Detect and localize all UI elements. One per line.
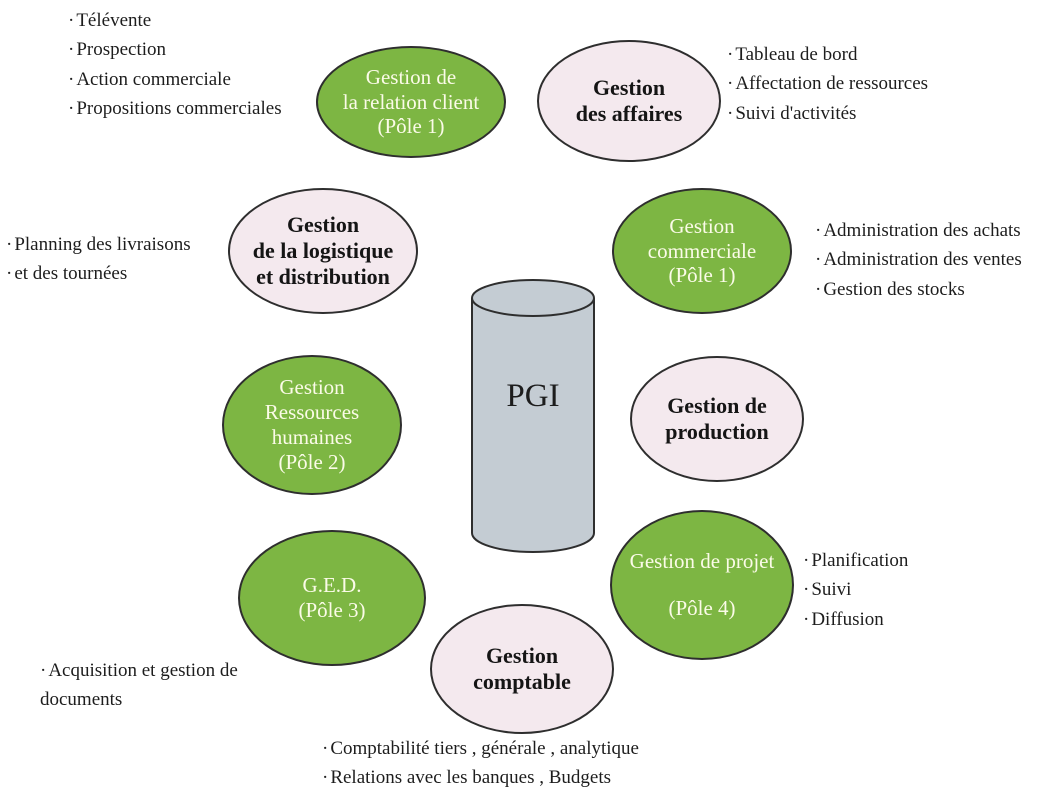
module-gestion-commerciale: Gestion commerciale (Pôle 1) [612,188,792,314]
module-gestion-projet: Gestion de projet (Pôle 4) [610,510,794,660]
pgi-cylinder-icon [471,279,595,553]
module-line: Gestion de projet [629,549,775,574]
list-item: Suivi [803,575,908,604]
module-gestion-logistique: Gestion de la logistique et distribution [228,188,418,314]
module-line: Gestion [485,643,559,669]
list-item: Diffusion [803,605,908,634]
module-line: (Pôle 4) [668,596,736,620]
module-line: (Pôle 1) [668,263,736,288]
list-item: Relations avec les banques , Budgets [322,763,639,792]
module-line: Gestion [592,75,666,101]
module-gestion-affaires: Gestion des affaires [537,40,721,162]
module-line: (Pôle 3) [298,598,366,622]
list-item: Gestion des stocks [815,275,1022,304]
module-gestion-relation-client: Gestion de la relation client (Pôle 1) [316,46,506,158]
list-projet: Planification Suivi Diffusion [803,546,908,634]
list-relation-client: Télévente Prospection Action commerciale… [68,6,282,124]
list-item: Propositions commerciales [68,94,281,123]
module-line: G.E.D. [302,573,362,598]
module-line: Gestion [286,212,360,238]
module-line: de la logistique [252,238,394,264]
list-affaires: Tableau de bord Affectation de ressource… [727,40,928,128]
list-item: Planification [803,546,908,575]
list-item: Suivi d'activités [727,99,928,128]
module-gestion-comptable: Gestion comptable [430,604,614,734]
module-line: comptable [473,669,571,694]
list-item: Administration des achats [815,216,1022,245]
module-line: Ressources [264,400,360,425]
list-item: Action commerciale [68,65,282,94]
module-line: (Pôle 2) [278,449,346,474]
list-item: Administration des ventes [815,245,1021,274]
module-line: commerciale [647,238,757,263]
pgi-label: PGI [506,378,560,414]
module-line: et distribution [256,263,390,289]
list-item: Comptabilité tiers , générale , analytiq… [322,734,639,763]
list-item: Tableau de bord [727,40,928,69]
list-item: Affectation de ressources [727,69,928,98]
module-line: Gestion [669,213,735,238]
module-line: production [665,419,769,444]
module-line: Gestion de [365,64,457,89]
list-ged: Acquisition et gestion de documents [40,656,238,715]
module-line: (Pôle 1) [377,114,445,139]
module-gestion-ressources-humaines: Gestion Ressources humaines (Pôle 2) [222,355,402,495]
list-item: Planning des livraisons [6,230,190,259]
module-line: Gestion de [667,393,767,419]
module-line: des affaires [575,101,683,126]
list-item: documents [40,689,123,711]
list-logistique: Planning des livraisons et des tournées [6,230,191,289]
module-line: la relation client [342,89,480,114]
module-line: humaines [271,425,353,449]
list-item: Prospection [68,35,282,64]
module-ged: G.E.D. (Pôle 3) [238,530,426,666]
list-comptable: Comptabilité tiers , générale , analytiq… [322,734,639,793]
list-item: Acquisition et gestion de [40,656,237,685]
module-line: Gestion [279,375,345,400]
module-gestion-production: Gestion de production [630,356,804,482]
list-item: Télévente [68,6,282,35]
list-item: et des tournées [6,259,191,288]
list-commerciale: Administration des achats Administration… [815,216,1022,304]
